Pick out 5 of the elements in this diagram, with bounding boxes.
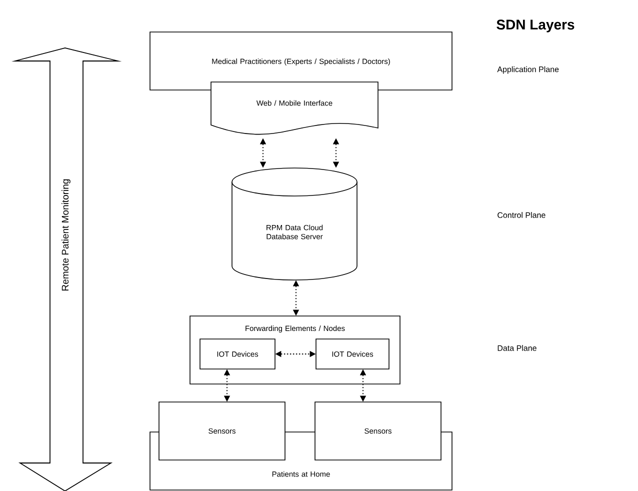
- plane-label: Control Plane: [498, 212, 546, 218]
- arrow-label: Remote Patient Monitoring: [62, 179, 70, 290]
- plane-label: Application Plane: [497, 66, 559, 74]
- plane-label: Data Plane: [498, 345, 536, 351]
- title: SDN Layers: [496, 20, 574, 32]
